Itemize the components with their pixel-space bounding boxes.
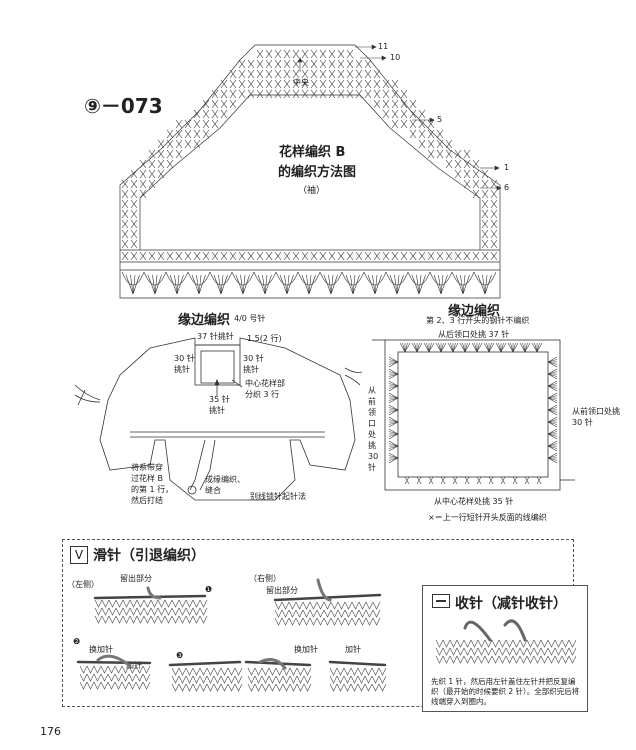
page-number: 176 <box>40 725 61 738</box>
label-37: 37 针挑针 <box>197 332 234 341</box>
label-30-left: 30 针 挑针 <box>174 354 195 374</box>
label-other: 别线锁针起针法 <box>250 492 306 501</box>
label-15: 1.5(2 行) <box>247 334 282 343</box>
slip-step3: ❸ <box>176 651 184 660</box>
dec-title: 收针（减针收针） <box>455 596 567 612</box>
slip-icon: V <box>70 546 88 564</box>
chart-title-1: 花样编织 B <box>279 145 346 160</box>
slip-title: 滑针（引退编织） <box>93 548 205 564</box>
label-30-right: 30 针 挑针 <box>243 354 264 374</box>
edging-left-title: 缘边编织 <box>178 313 231 328</box>
slip-add: 加针 <box>126 661 142 670</box>
center-label: 中央 <box>293 78 309 87</box>
frame-note: ×＝上一行短针开头反面的线编织 <box>428 513 547 522</box>
slip-left-label: （左侧） <box>67 580 99 589</box>
edging-left-needle: 4/0 号针 <box>234 314 266 323</box>
frame-right-label: 从前领口处挑 30 针 <box>572 407 620 427</box>
edging-right-title: 缘边编织 <box>448 304 501 319</box>
row-number-1: 1 <box>504 163 510 172</box>
slip-right-label: （右侧） <box>249 574 281 583</box>
slip-remain-right: 留出部分 <box>266 586 298 595</box>
slip-remain-left: 留出部分 <box>120 574 152 583</box>
frame-bottom-label: 从中心花样处挑 35 针 <box>434 497 514 506</box>
slip-step2: ❷ <box>73 637 81 646</box>
frame-top-label: 从后领口处挑 37 针 <box>438 330 510 339</box>
dec-icon <box>432 594 450 608</box>
sleeve-chart <box>119 44 502 299</box>
pattern-id: ⑨－073 <box>84 94 163 118</box>
dec-caption: 先织 1 针，然后用左针盖住左针并把反复编织（最开始的时候要织 2 针）。全部织… <box>431 677 580 706</box>
slip-step1: ❶ <box>205 585 213 594</box>
slip-swap-right: 换加针 <box>294 645 318 654</box>
row-number-6: 6 <box>504 183 510 192</box>
label-tie: 将系带穿 过花样 B 的第 1 行， 然后打结 <box>131 463 174 505</box>
row-number-10: 10 <box>390 53 401 62</box>
slip-add-right: 加针 <box>345 645 361 654</box>
edging-right-subtitle: 第 2、3 行开头的钢针不编织 <box>426 316 530 325</box>
chart-title-3: （袖） <box>298 186 326 196</box>
row-number-5: 5 <box>437 115 443 124</box>
chart-title-2: 的编织方法图 <box>278 165 357 180</box>
frame-left-label: 从前领口处挑 30 针 <box>368 386 379 472</box>
row-number-11: 11 <box>378 42 389 51</box>
slip-swap: 换加针 <box>89 645 113 654</box>
label-35: 35 针 挑针 <box>209 395 230 415</box>
label-center: 中心花样部 分织 3 行 <box>245 379 285 399</box>
label-ribbon: 成缘编织、 缝合 <box>205 475 245 495</box>
